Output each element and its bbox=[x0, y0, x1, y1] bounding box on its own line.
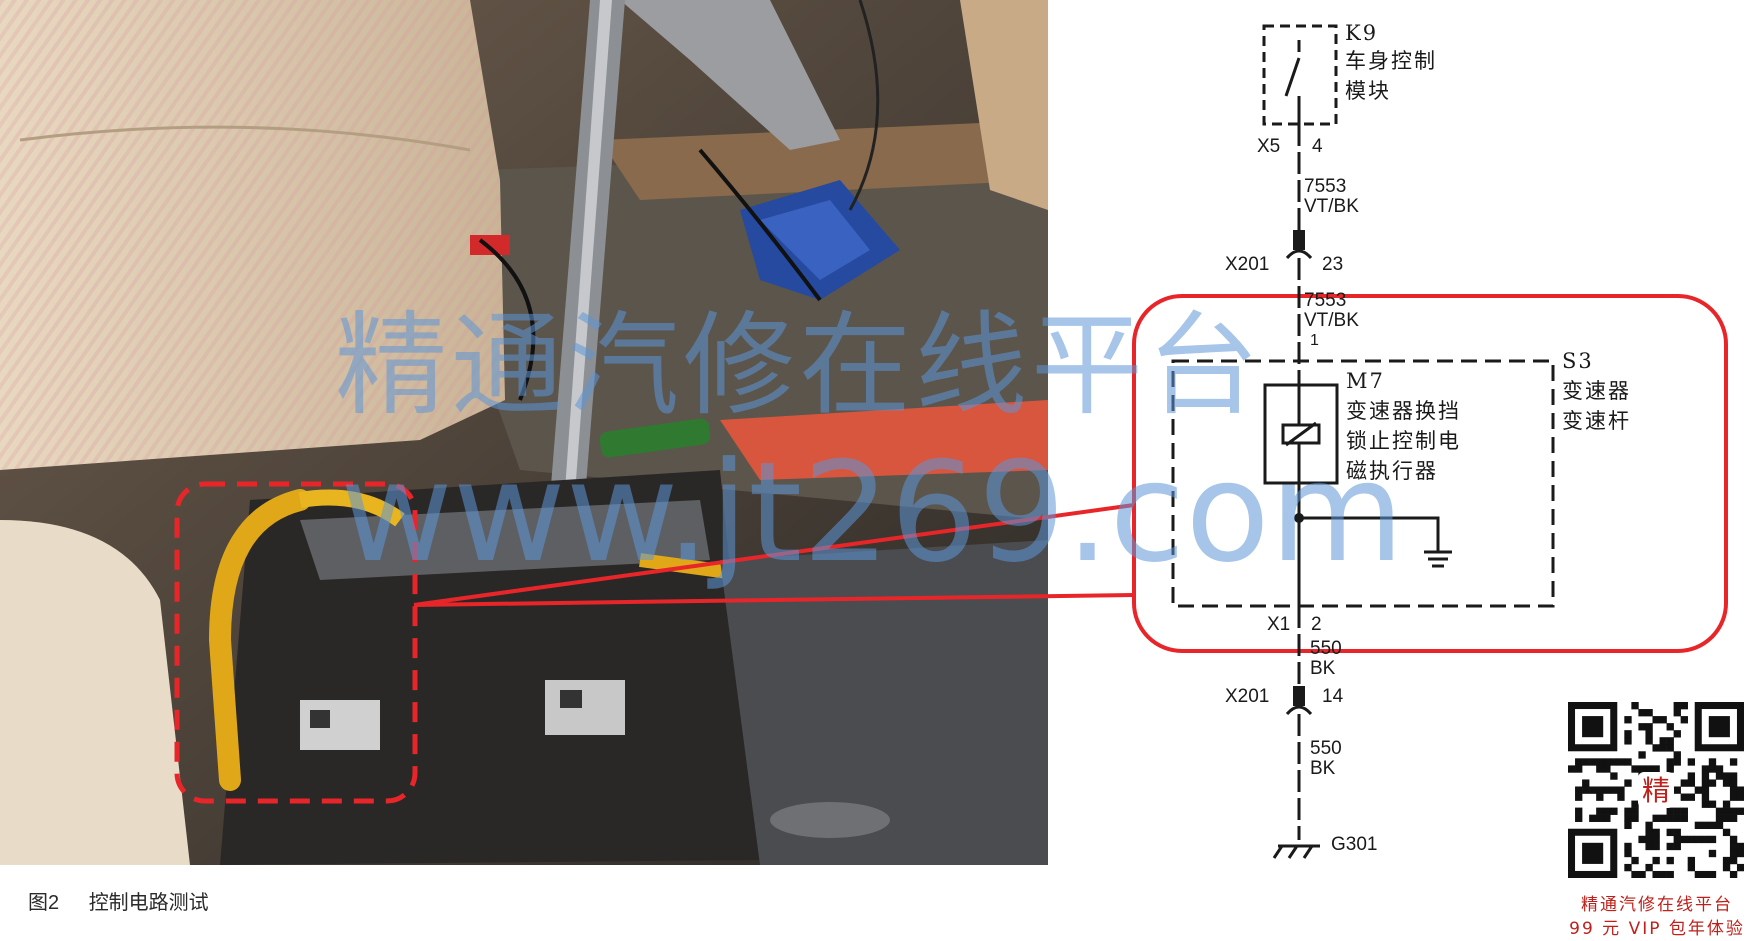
s3-ref-label: S3 bbox=[1562, 349, 1594, 373]
figure-title: 控制电路测试 bbox=[88, 892, 209, 914]
wire-mid-pin: 1 bbox=[1310, 332, 1319, 349]
qr-code: 精 bbox=[1568, 702, 1745, 879]
switch-symbol bbox=[1284, 57, 1301, 97]
x201-upper-label: X201 bbox=[1225, 254, 1270, 275]
s3-name-line2: 变速杆 bbox=[1562, 409, 1631, 433]
x201-upper-connector-symbol bbox=[1285, 249, 1313, 260]
wire-bottom-circuit: 550 bbox=[1310, 738, 1342, 759]
x1-pin-label: 2 bbox=[1311, 614, 1322, 635]
qr-center-logo: 精 bbox=[1642, 774, 1670, 807]
k9-name-line1: 车身控制 bbox=[1345, 49, 1437, 73]
k9-ref-label: K9 bbox=[1345, 21, 1379, 45]
m7-actuator-box bbox=[1263, 383, 1339, 485]
k9-module-box bbox=[1262, 24, 1338, 126]
m7-ref-label: M7 bbox=[1346, 369, 1385, 393]
wire-low-circuit: 550 bbox=[1310, 638, 1342, 659]
m7-name-line2: 锁止控制电 bbox=[1346, 429, 1461, 453]
vehicle-interior-photo bbox=[0, 0, 1048, 865]
x201-lower-label: X201 bbox=[1225, 686, 1270, 707]
brand-promo: 99 元 VIP 包年体验 bbox=[1569, 919, 1745, 939]
k9-name-line2: 模块 bbox=[1345, 79, 1391, 103]
m7-name-line3: 磁执行器 bbox=[1346, 459, 1438, 483]
figure-number: 图2 bbox=[28, 892, 60, 914]
wire-low-color: BK bbox=[1310, 658, 1336, 679]
x5-pin-label: 4 bbox=[1312, 136, 1323, 157]
wire-top-circuit: 7553 bbox=[1304, 176, 1347, 197]
wire-mid-circuit: 7553 bbox=[1304, 290, 1347, 311]
solenoid-symbol bbox=[1281, 423, 1321, 445]
s3-name-line1: 变速器 bbox=[1562, 379, 1631, 403]
m7-name-line1: 变速器换挡 bbox=[1346, 399, 1461, 423]
wire-mid-color: VT/BK bbox=[1304, 310, 1359, 331]
x5-connector-label: X5 bbox=[1257, 136, 1281, 157]
x201-upper-pin: 23 bbox=[1322, 254, 1344, 275]
wire-bottom-color: BK bbox=[1310, 758, 1336, 779]
wire-junction bbox=[1294, 513, 1304, 523]
brand-name: 精通汽修在线平台 bbox=[1581, 895, 1733, 915]
x1-connector-label: X1 bbox=[1267, 614, 1291, 635]
x201-lower-pin: 14 bbox=[1322, 686, 1344, 707]
figure-caption: 图2 控制电路测试 bbox=[28, 886, 233, 915]
wire-top-color: VT/BK bbox=[1304, 196, 1359, 217]
x201-lower-connector-symbol bbox=[1285, 705, 1313, 716]
ground-g301-label: G301 bbox=[1331, 834, 1378, 855]
